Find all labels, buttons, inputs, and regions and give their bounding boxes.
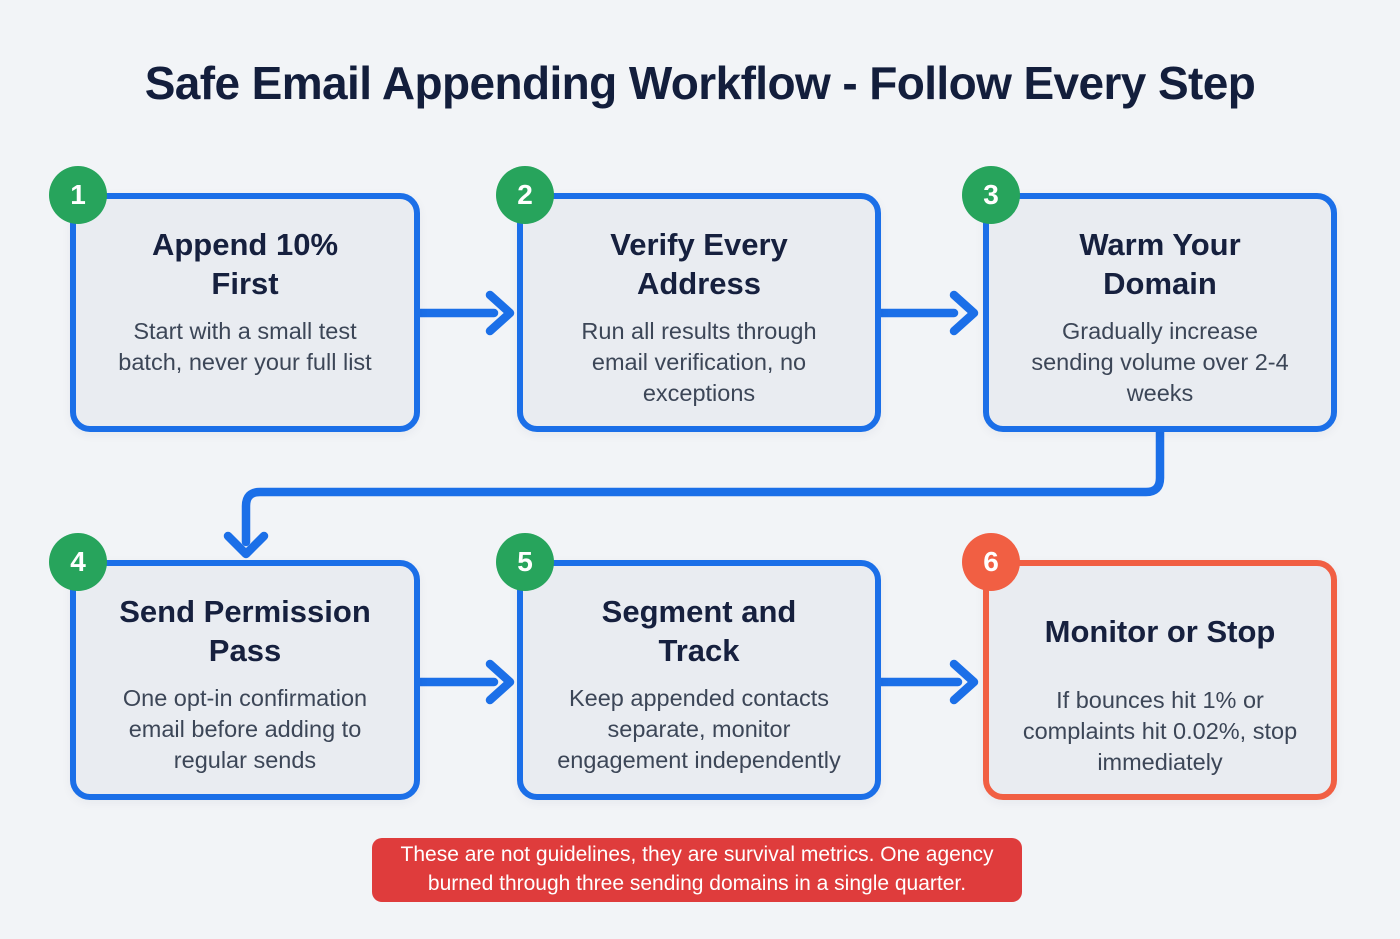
step-box-4: 4 Send Permission Pass One opt-in confir… (49, 533, 420, 800)
step-description: Start with a small test batch, never you… (118, 317, 372, 375)
step-title: Send Permission Pass (119, 594, 371, 669)
step-number-badge: 3 (962, 166, 1020, 224)
warning-banner: These are not guidelines, they are survi… (372, 838, 1022, 902)
arrow-step2-step3-head (949, 290, 979, 336)
step-description: If bounces hit 1% or complaints hit 0.02… (1022, 687, 1298, 776)
step-box-5: 5 Segment and Track Keep appended contac… (496, 533, 881, 800)
step-number-badge: 4 (49, 533, 107, 591)
arrow-step5-step6-head (949, 659, 979, 705)
step-description: Gradually increase sending volume over 2… (1031, 317, 1289, 406)
step-box-2: 2 Verify Every Address Run all results t… (496, 166, 881, 432)
step-description: Run all results through email verificati… (581, 317, 817, 406)
step-number-badge: 1 (49, 166, 107, 224)
elbow-step3-step4-head (223, 531, 269, 559)
step-box-3: 3 Warm Your Domain Gradually increase se… (962, 166, 1337, 432)
step-title: Append 10% First (151, 227, 339, 302)
step-title: Segment and Track (601, 594, 797, 669)
step-box-1: 1 Append 10% First Start with a small te… (49, 166, 420, 432)
step-description: One opt-in confirmation email before add… (122, 684, 368, 773)
step-number-badge: 6 (962, 533, 1020, 591)
arrow-step4-step5-head (485, 659, 515, 705)
step-number-badge: 5 (496, 533, 554, 591)
page-title: Safe Email Appending Workflow - Follow E… (144, 57, 1256, 109)
step-title: Monitor or Stop (1044, 614, 1276, 649)
step-box-6: 6 Monitor or Stop If bounces hit 1% or c… (962, 533, 1337, 800)
step-title: Verify Every Address (610, 227, 788, 302)
step-number-badge: 2 (496, 166, 554, 224)
step-title: Warm Your Domain (1079, 227, 1241, 302)
arrow-step1-step2-head (485, 290, 515, 336)
elbow-step3-step4-line (241, 425, 1165, 547)
step-description: Keep appended contacts separate, monitor… (557, 684, 841, 773)
